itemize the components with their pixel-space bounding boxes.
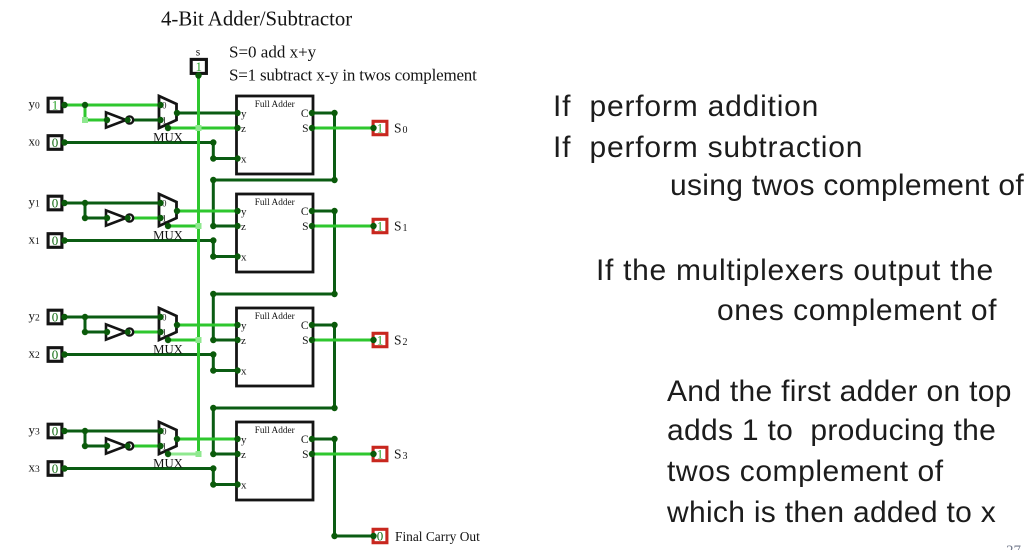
svg-text:Full Adder: Full Adder xyxy=(255,198,296,208)
svg-text:x: x xyxy=(241,252,247,264)
svg-text:x: x xyxy=(241,480,247,492)
svg-text:0: 0 xyxy=(35,102,40,112)
svg-text:S: S xyxy=(302,335,308,347)
svg-text:0: 0 xyxy=(52,196,59,211)
svg-text:0: 0 xyxy=(162,101,167,111)
svg-text:1: 1 xyxy=(162,328,167,338)
svg-text:0: 0 xyxy=(52,424,59,439)
svg-text:S: S xyxy=(302,221,308,233)
svg-text:2: 2 xyxy=(403,337,408,348)
svg-text:s: s xyxy=(196,47,201,59)
svg-text:1: 1 xyxy=(162,214,167,224)
svg-text:MUX: MUX xyxy=(153,457,184,471)
svg-text:2: 2 xyxy=(35,351,40,361)
svg-text:3: 3 xyxy=(35,428,40,438)
svg-text:1: 1 xyxy=(35,200,40,210)
svg-text:y: y xyxy=(241,320,247,332)
svg-text:Final Carry Out: Final Carry Out xyxy=(395,529,480,544)
svg-text:S: S xyxy=(302,449,308,461)
svg-text:y: y xyxy=(29,96,36,111)
svg-text:C: C xyxy=(301,108,309,120)
svg-text:z: z xyxy=(241,221,246,233)
svg-text:S: S xyxy=(394,219,402,234)
svg-text:x: x xyxy=(29,134,36,149)
svg-text:y: y xyxy=(241,434,247,446)
svg-text:x: x xyxy=(29,232,36,247)
svg-text:1: 1 xyxy=(377,333,384,348)
svg-text:C: C xyxy=(301,434,309,446)
svg-text:1: 1 xyxy=(403,223,408,234)
svg-text:x: x xyxy=(241,154,247,166)
svg-text:y: y xyxy=(241,108,247,120)
svg-text:0: 0 xyxy=(52,233,59,248)
svg-text:1: 1 xyxy=(377,121,384,136)
svg-text:S=1 subtract x-y in twos compl: S=1 subtract x-y in twos complement xyxy=(229,66,477,85)
svg-text:4-Bit Adder/Subtractor: 4-Bit Adder/Subtractor xyxy=(161,8,352,31)
svg-text:z: z xyxy=(241,335,246,347)
svg-text:0: 0 xyxy=(52,347,59,362)
svg-text:1: 1 xyxy=(35,237,40,247)
svg-text:0: 0 xyxy=(162,313,167,323)
svg-text:0: 0 xyxy=(35,139,40,149)
svg-text:1: 1 xyxy=(195,59,202,74)
svg-text:MUX: MUX xyxy=(153,343,184,357)
svg-text:0: 0 xyxy=(403,125,408,136)
svg-text:S: S xyxy=(394,121,402,136)
svg-text:3: 3 xyxy=(35,465,40,475)
svg-text:S: S xyxy=(394,333,402,348)
svg-text:0: 0 xyxy=(377,529,384,544)
svg-text:z: z xyxy=(241,449,246,461)
svg-text:y: y xyxy=(29,422,36,437)
svg-text:C: C xyxy=(301,320,309,332)
svg-text:y: y xyxy=(29,308,36,323)
svg-text:S=0 add x+y: S=0 add x+y xyxy=(229,43,317,62)
svg-text:Full Adder: Full Adder xyxy=(255,100,296,110)
svg-text:x: x xyxy=(29,460,36,475)
svg-text:0: 0 xyxy=(52,310,59,325)
svg-text:0: 0 xyxy=(52,461,59,476)
svg-text:S: S xyxy=(302,123,308,135)
svg-text:z: z xyxy=(241,123,246,135)
svg-text:3: 3 xyxy=(403,451,408,462)
svg-text:0: 0 xyxy=(162,199,167,209)
svg-text:MUX: MUX xyxy=(153,131,184,145)
svg-text:1: 1 xyxy=(377,219,384,234)
svg-text:0: 0 xyxy=(52,135,59,150)
svg-text:x: x xyxy=(241,366,247,378)
svg-text:2: 2 xyxy=(35,314,40,324)
svg-text:Full Adder: Full Adder xyxy=(255,312,296,322)
svg-text:1: 1 xyxy=(162,442,167,452)
svg-text:y: y xyxy=(29,194,36,209)
svg-text:x: x xyxy=(29,346,36,361)
svg-text:y: y xyxy=(241,206,247,218)
svg-text:MUX: MUX xyxy=(153,229,184,243)
svg-text:1: 1 xyxy=(377,447,384,462)
svg-text:S: S xyxy=(394,447,402,462)
svg-text:1: 1 xyxy=(52,98,59,113)
svg-text:C: C xyxy=(301,206,309,218)
svg-text:Full Adder: Full Adder xyxy=(255,426,296,436)
svg-text:1: 1 xyxy=(162,116,167,126)
svg-text:0: 0 xyxy=(162,427,167,437)
